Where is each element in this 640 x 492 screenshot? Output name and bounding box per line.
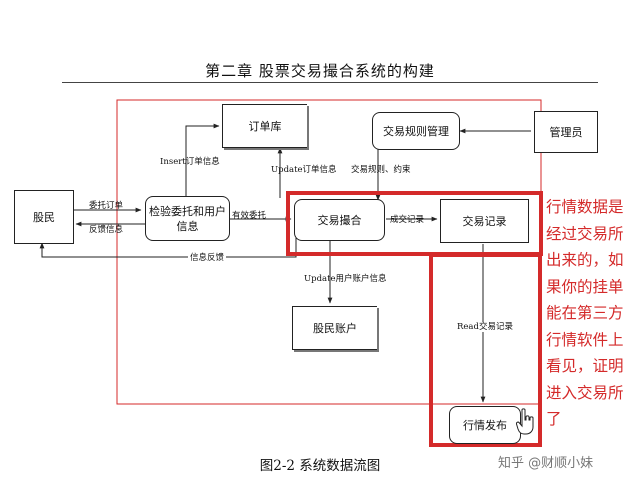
node-order-db: 订单库 [222, 104, 307, 148]
node-matching: 交易撮合 [294, 199, 385, 241]
label-insert-order: Insert订单信息 [160, 157, 220, 167]
label-update-order: Update订单信息 [271, 165, 337, 175]
highlight-publish [429, 253, 542, 447]
label-valid-order: 有效委托 [232, 211, 267, 221]
node-publish: 行情发布 [449, 406, 521, 444]
node-accounts: 股民账户 [292, 306, 377, 350]
label-feedback-out: 反馈信息 [89, 225, 124, 235]
node-investor: 股民 [14, 190, 74, 244]
header-rule [62, 82, 598, 83]
node-trade-log: 交易记录 [440, 199, 529, 243]
annotation-text: 行情数据是经过交易所出来的，如果你的挂单能在第三方行情软件上看见，证明进入交易所… [546, 198, 624, 428]
edge-insert-order [185, 123, 220, 196]
chapter-title: 第二章 股票交易撮合系统的构建 [205, 62, 435, 80]
label-submit-order: 委托订单 [89, 201, 124, 211]
node-rules: 交易规则管理 [372, 112, 460, 150]
label-rules-constraints: 交易规则、约束 [351, 165, 411, 175]
hand-cursor-icon [516, 408, 534, 435]
label-update-account: Update用户账户信息 [304, 274, 387, 284]
label-read-trades: Read交易记录 [457, 322, 513, 332]
figure-caption: 图2-2 系统数据流图 [259, 458, 381, 474]
node-admin: 管理员 [534, 111, 598, 153]
highlight-matching [286, 191, 543, 256]
watermark: 知乎 @财顺小妹 [498, 456, 594, 471]
node-validate: 检验委托和用户信息 [145, 196, 230, 241]
label-info-feedback: 信息反馈 [188, 253, 227, 263]
edge-info-feedback [39, 238, 297, 258]
label-trade-success: 成交记录 [390, 215, 425, 225]
